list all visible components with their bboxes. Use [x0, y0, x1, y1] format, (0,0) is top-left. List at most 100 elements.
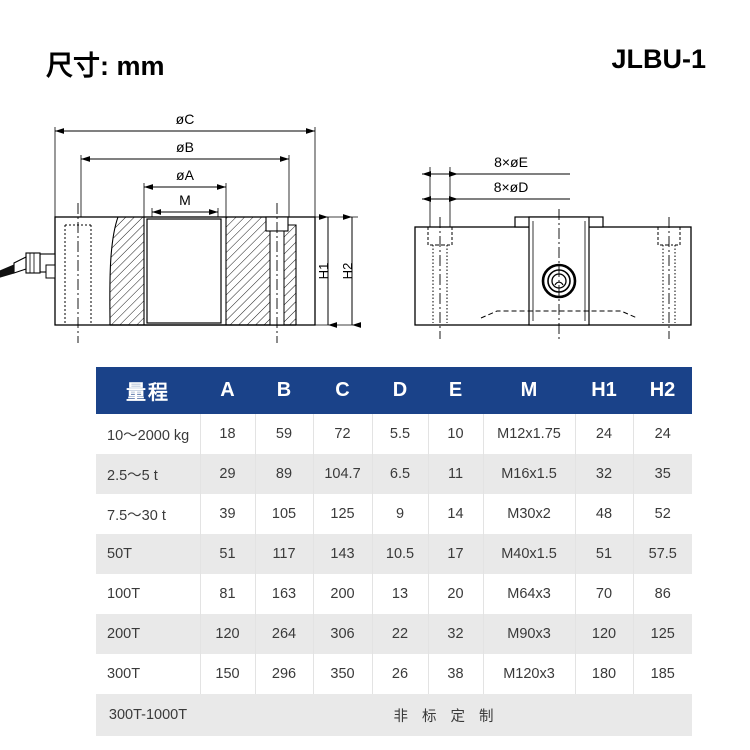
cell-e: 20	[428, 574, 484, 614]
dimension-unit-label: 尺寸: mm	[46, 51, 165, 81]
cell-c: 143	[313, 534, 373, 574]
dim-label-8x-diameter-d: 8×øD	[494, 179, 529, 195]
cell-c: 72	[313, 414, 373, 454]
cell-e: 38	[428, 654, 484, 694]
dim-label-diameter-c: øC	[176, 111, 195, 127]
cell-a: 150	[200, 654, 256, 694]
cell-h1: 24	[575, 414, 634, 454]
left-hole-pair	[427, 227, 453, 323]
table-row: 7.5～30 t 39 105 125 9 14 M30x2 48 52	[96, 494, 692, 534]
cell-m: M30x2	[483, 494, 576, 534]
cell-h1: 120	[575, 614, 634, 654]
column-header-e: E	[428, 367, 483, 414]
cell-h2: 86	[633, 574, 692, 614]
cell-e: 10	[428, 414, 484, 454]
cell-range: 7.5～30 t	[96, 494, 201, 534]
cell-c: 104.7	[313, 454, 373, 494]
cell-c: 306	[313, 614, 373, 654]
table-body: 10～2000 kg 18 59 72 5.5 10 M12x1.75 24 2…	[96, 414, 692, 736]
model-label: JLBU-1	[611, 44, 706, 74]
table-row: 2.5～5 t 29 89 104.7 6.5 11 M16x1.5 32 35	[96, 454, 692, 494]
cell-c: 200	[313, 574, 373, 614]
cell-e: 17	[428, 534, 484, 574]
cell-h1: 32	[575, 454, 634, 494]
left-front-section-view: øC øB øA M	[0, 111, 361, 343]
cell-range: 200T	[96, 614, 201, 654]
cell-d: 13	[372, 574, 429, 614]
cell-e: 11	[428, 454, 484, 494]
cell-m: M16x1.5	[483, 454, 576, 494]
cell-h2: 24	[633, 414, 692, 454]
cell-range: 10～2000 kg	[96, 414, 201, 454]
table-header-row: 量程 A B C D E M H1 H2	[96, 367, 692, 414]
column-header-a: A	[200, 367, 255, 414]
cell-d: 5.5	[372, 414, 429, 454]
cell-m: M64x3	[483, 574, 576, 614]
cell-a: 29	[200, 454, 256, 494]
cell-b: 296	[255, 654, 314, 694]
hatch-left-shoulder	[109, 216, 145, 326]
cell-m: M40x1.5	[483, 534, 576, 574]
cell-a: 51	[200, 534, 256, 574]
technical-drawing-area: øC øB øA M	[0, 105, 750, 350]
dim-label-8x-diameter-e: 8×øE	[494, 154, 528, 170]
cell-b: 89	[255, 454, 314, 494]
cell-h1: 48	[575, 494, 634, 534]
dim-label-diameter-b: øB	[176, 139, 194, 155]
cell-range-custom: 300T-1000T	[96, 694, 200, 736]
cell-m: M12x1.75	[483, 414, 576, 454]
column-header-range: 量程	[96, 367, 200, 414]
cell-a: 18	[200, 414, 256, 454]
cell-range: 50T	[96, 534, 201, 574]
title-bar: 尺寸: mm JLBU-1	[0, 44, 750, 88]
cell-h1: 51	[575, 534, 634, 574]
hatch-right-mass	[225, 216, 297, 326]
specification-table-container: 量程 A B C D E M H1 H2 10～2000 kg 18 59 72	[96, 367, 692, 736]
cell-a: 39	[200, 494, 256, 534]
dim-label-m: M	[179, 192, 191, 208]
column-header-c: C	[313, 367, 372, 414]
column-header-h2: H2	[633, 367, 692, 414]
cell-b: 163	[255, 574, 314, 614]
cell-b: 59	[255, 414, 314, 454]
cell-c: 350	[313, 654, 373, 694]
center-bore	[146, 218, 222, 324]
table-footer-row: 300T-1000T 非 标 定 制	[96, 694, 692, 736]
dim-label-diameter-a: øA	[176, 167, 195, 183]
cell-h1: 180	[575, 654, 634, 694]
cell-d: 6.5	[372, 454, 429, 494]
column-header-b: B	[255, 367, 313, 414]
table-row: 100T 81 163 200 13 20 M64x3 70 86	[96, 574, 692, 614]
column-header-d: D	[372, 367, 428, 414]
cell-d: 26	[372, 654, 429, 694]
specification-table: 量程 A B C D E M H1 H2 10～2000 kg 18 59 72	[96, 367, 692, 736]
boss-base-hidden	[480, 310, 638, 319]
cell-b: 105	[255, 494, 314, 534]
dim-label-h1: H1	[316, 263, 331, 280]
cell-h2: 125	[633, 614, 692, 654]
column-header-h1: H1	[575, 367, 633, 414]
cell-range: 2.5～5 t	[96, 454, 201, 494]
cell-h2: 52	[633, 494, 692, 534]
cell-h1: 70	[575, 574, 634, 614]
cell-d: 10.5	[372, 534, 429, 574]
cell-m: M120x3	[483, 654, 576, 694]
cell-range: 100T	[96, 574, 201, 614]
right-side-view: 8×øE 8×øD	[414, 154, 692, 339]
table-head: 量程 A B C D E M H1 H2	[96, 367, 692, 414]
cell-m: M90x3	[483, 614, 576, 654]
cell-d: 22	[372, 614, 429, 654]
cell-a: 120	[200, 614, 256, 654]
column-header-m: M	[483, 367, 575, 414]
cell-e: 32	[428, 614, 484, 654]
left-side-nub	[45, 264, 56, 279]
table-row: 50T 51 117 143 10.5 17 M40x1.5 51 57.5	[96, 534, 692, 574]
table-row: 200T 120 264 306 22 32 M90x3 120 125	[96, 614, 692, 654]
cell-d: 9	[372, 494, 429, 534]
cell-e: 14	[428, 494, 484, 534]
table-row: 10～2000 kg 18 59 72 5.5 10 M12x1.75 24 2…	[96, 414, 692, 454]
cell-h2: 185	[633, 654, 692, 694]
cell-h2: 35	[633, 454, 692, 494]
cell-c: 125	[313, 494, 373, 534]
